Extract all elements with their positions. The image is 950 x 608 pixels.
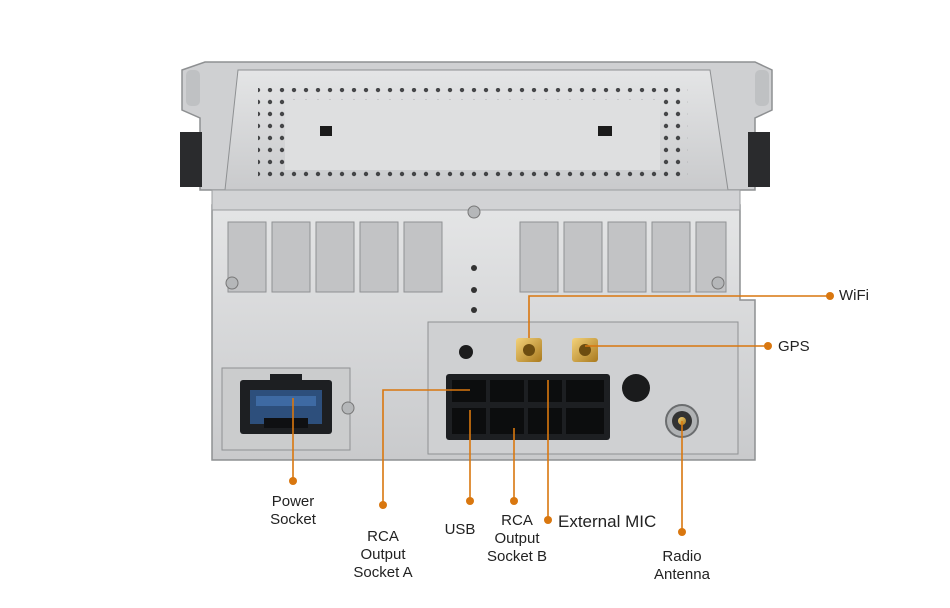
perforated-top-cover bbox=[224, 69, 729, 191]
power-connector-icon bbox=[240, 374, 332, 434]
external-mic-label: External MIC bbox=[558, 512, 657, 531]
usb-leader-dot bbox=[466, 497, 474, 505]
wifi-leader-dot bbox=[826, 292, 834, 300]
rca-b-leader-dot bbox=[510, 497, 518, 505]
rca-a-leader-line bbox=[382, 389, 470, 504]
rca-usb-mic-connector-block bbox=[446, 374, 610, 440]
gps-leader-dot bbox=[764, 342, 772, 350]
power-socket-label: Power Socket bbox=[270, 493, 316, 528]
mic-leader-dot bbox=[544, 516, 552, 524]
rca-a-leader-dot bbox=[379, 501, 387, 509]
gps-label: GPS bbox=[778, 338, 810, 355]
wifi-antenna-connector-icon bbox=[516, 338, 542, 362]
usb-label: USB bbox=[444, 521, 476, 538]
rca-output-socket-a-label: RCA Output Socket A bbox=[353, 528, 413, 581]
rca-output-socket-b-label: RCA Output Socket B bbox=[486, 512, 548, 565]
gps-antenna-connector-icon bbox=[572, 338, 598, 362]
radio-leader-dot bbox=[678, 528, 686, 536]
power-leader-dot bbox=[289, 477, 297, 485]
wifi-leader-line bbox=[528, 295, 830, 338]
wifi-label: WiFi bbox=[839, 287, 869, 304]
radio-antenna-label: Radio Antenna bbox=[654, 548, 710, 583]
